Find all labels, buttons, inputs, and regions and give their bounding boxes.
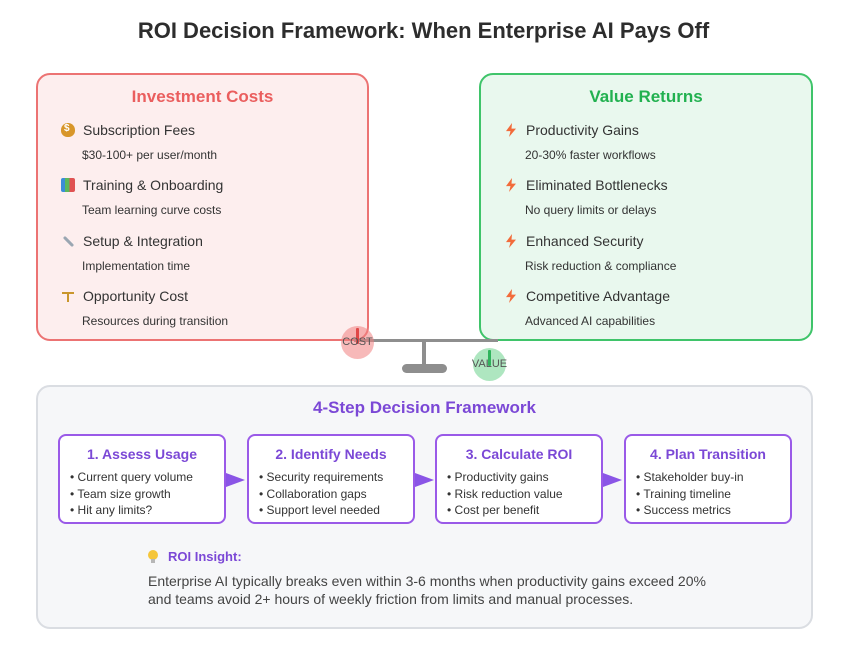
step-assess-usage: 1. Assess Usage Current query volume Tea… xyxy=(58,434,226,524)
roi-insight: ROI Insight: Enterprise AI typically bre… xyxy=(148,549,788,608)
scale-icon xyxy=(61,289,75,303)
cost-item-setup: Setup & Integration Implementation time xyxy=(61,233,351,273)
cost-item-sub: $30-100+ per user/month xyxy=(82,148,218,162)
insight-text-line: and teams avoid 2+ hours of weekly frict… xyxy=(148,591,634,607)
value-weight-label: VALUE xyxy=(471,358,508,370)
value-item-security: Enhanced Security Risk reduction & compl… xyxy=(504,233,794,273)
cost-item-training: Training & Onboarding Team learning curv… xyxy=(61,177,351,217)
value-item-bottlenecks: Eliminated Bottlenecks No query limits o… xyxy=(504,177,794,217)
step-calculate-roi: 3. Calculate ROI Productivity gains Risk… xyxy=(435,434,603,524)
cost-item-subscription: Subscription Fees $30-100+ per user/mont… xyxy=(61,122,351,162)
wrench-icon xyxy=(61,234,75,248)
money-bag-icon xyxy=(61,123,75,137)
lightning-icon xyxy=(504,234,518,248)
balance-stand xyxy=(422,341,426,367)
step-identify-needs: 2. Identify Needs Security requirements … xyxy=(247,434,415,524)
step-bullet: Collaboration gaps xyxy=(259,486,413,503)
value-item-label: Enhanced Security xyxy=(526,233,644,249)
step-arrow-icon xyxy=(603,473,623,487)
step-arrow-icon xyxy=(226,473,246,487)
step-title: 3. Calculate ROI xyxy=(465,446,573,462)
value-weight: VALUE xyxy=(472,348,507,381)
step-title: 4. Plan Transition xyxy=(650,446,766,462)
step-bullet: Cost per benefit xyxy=(447,502,601,519)
step-bullet: Team size growth xyxy=(70,486,224,503)
lightning-icon xyxy=(504,123,518,137)
lightning-icon xyxy=(504,178,518,192)
step-bullet: Success metrics xyxy=(636,502,790,519)
value-item-sub: 20-30% faster workflows xyxy=(525,148,656,162)
step-bullet: Support level needed xyxy=(259,502,413,519)
step-bullet: Training timeline xyxy=(636,486,790,503)
value-item-sub: No query limits or delays xyxy=(525,203,657,217)
step-bullet: Hit any limits? xyxy=(70,502,224,519)
cost-weight-label: COST xyxy=(342,336,373,348)
value-returns-panel: Value Returns Productivity Gains 20-30% … xyxy=(479,73,813,341)
cost-item-label: Setup & Integration xyxy=(83,233,203,249)
value-item-competitive: Competitive Advantage Advanced AI capabi… xyxy=(504,288,794,328)
cost-item-label: Subscription Fees xyxy=(83,122,196,138)
step-bullet: Stakeholder buy-in xyxy=(636,469,790,486)
step-title: 2. Identify Needs xyxy=(275,446,387,462)
value-item-label: Competitive Advantage xyxy=(526,288,670,304)
cost-item-label: Opportunity Cost xyxy=(83,288,189,304)
insight-text-line: Enterprise AI typically breaks even with… xyxy=(148,573,706,589)
value-weight-marker xyxy=(488,350,491,366)
cost-item-label: Training & Onboarding xyxy=(83,177,224,193)
lightning-icon xyxy=(504,289,518,303)
cost-item-sub: Resources during transition xyxy=(82,314,229,328)
step-bullet: Security requirements xyxy=(259,469,413,486)
step-arrow-icon xyxy=(415,473,435,487)
value-item-sub: Risk reduction & compliance xyxy=(525,259,677,273)
step-bullet: Productivity gains xyxy=(447,469,601,486)
investment-costs-panel: Investment Costs Subscription Fees $30-1… xyxy=(36,73,369,341)
cost-item-opportunity: Opportunity Cost Resources during transi… xyxy=(61,288,351,328)
step-bullet: Current query volume xyxy=(70,469,224,486)
lightbulb-icon xyxy=(148,550,158,563)
balance-beam xyxy=(354,339,498,342)
cost-item-sub: Team learning curve costs xyxy=(82,203,222,217)
value-item-label: Eliminated Bottlenecks xyxy=(526,177,668,193)
cost-weight: COST xyxy=(341,326,374,359)
value-returns-title: Value Returns xyxy=(589,87,703,106)
page-title: ROI Decision Framework: When Enterprise … xyxy=(137,18,710,43)
cost-item-sub: Implementation time xyxy=(82,259,191,273)
balance-base xyxy=(402,364,447,373)
cost-weight-marker xyxy=(356,328,359,344)
value-item-productivity: Productivity Gains 20-30% faster workflo… xyxy=(504,122,794,162)
books-icon xyxy=(61,178,75,192)
decision-framework-panel: 4-Step Decision Framework 1. Assess Usag… xyxy=(36,385,813,629)
insight-title: ROI Insight: xyxy=(168,549,242,564)
step-bullet: Risk reduction value xyxy=(447,486,601,503)
step-title: 1. Assess Usage xyxy=(87,446,197,462)
investment-costs-title: Investment Costs xyxy=(131,87,274,106)
step-plan-transition: 4. Plan Transition Stakeholder buy-in Tr… xyxy=(624,434,792,524)
value-item-label: Productivity Gains xyxy=(526,122,639,138)
framework-title: 4-Step Decision Framework xyxy=(313,398,536,417)
value-item-sub: Advanced AI capabilities xyxy=(525,314,656,328)
